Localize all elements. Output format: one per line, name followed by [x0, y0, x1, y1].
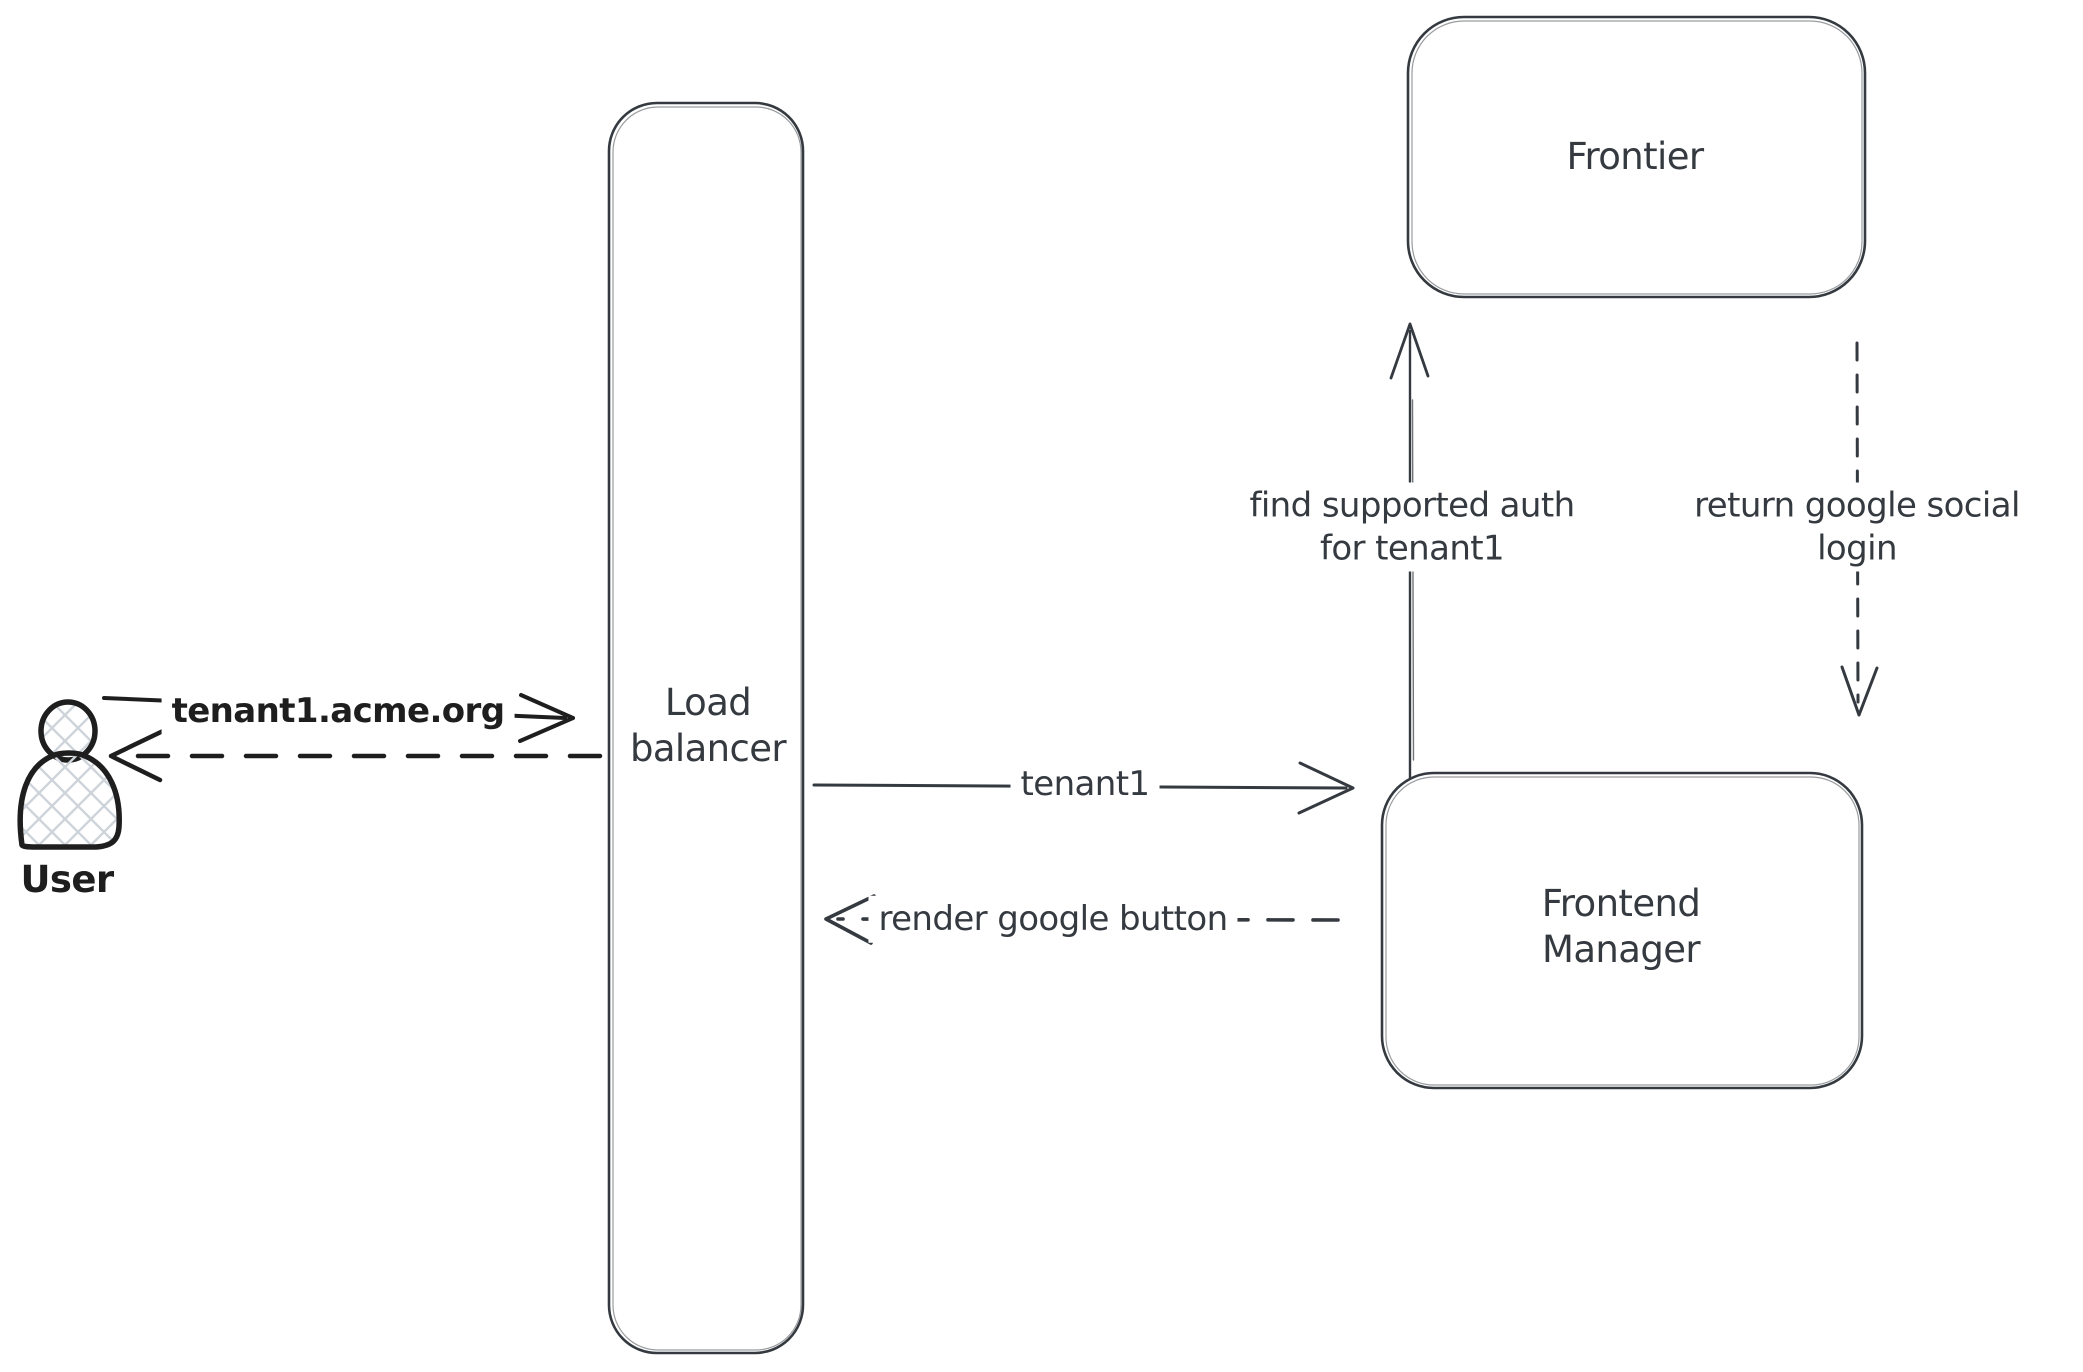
frontend-manager-label: Frontend Manager	[1541, 881, 1701, 974]
load-balancer-label-line2: balancer	[629, 727, 787, 770]
return-google-arrow	[1840, 341, 1879, 717]
find-auth-label-line1: find supported auth	[1249, 485, 1575, 526]
frontier-label: Frontier	[1566, 134, 1704, 178]
return-google-label-line1: return google social	[1694, 485, 2020, 526]
load-balancer-label: Load balancer	[629, 680, 787, 773]
frontend-manager-label-line1: Frontend	[1541, 881, 1701, 925]
load-balancer-box	[607, 101, 805, 1355]
frontend-manager-label-line2: Manager	[1542, 928, 1701, 971]
request-arrow-label: tenant1.acme.org	[161, 687, 515, 735]
user-label: User	[20, 857, 114, 901]
render-google-arrow-label: render google button	[868, 895, 1238, 943]
find-auth-label-line2: for tenant1	[1319, 528, 1505, 568]
frontend-manager-box	[1380, 771, 1864, 1090]
load-balancer-label-line1: Load	[664, 680, 752, 724]
tenant1-arrow-label: tenant1	[1010, 760, 1160, 808]
response-arrow	[108, 728, 603, 783]
user-icon	[17, 699, 122, 850]
return-google-label-line2: login	[1817, 528, 1897, 568]
find-auth-arrow-label: find supported auth for tenant1	[1239, 482, 1585, 572]
return-google-arrow-label: return google social login	[1684, 482, 2030, 572]
frontier-box	[1406, 15, 1867, 299]
